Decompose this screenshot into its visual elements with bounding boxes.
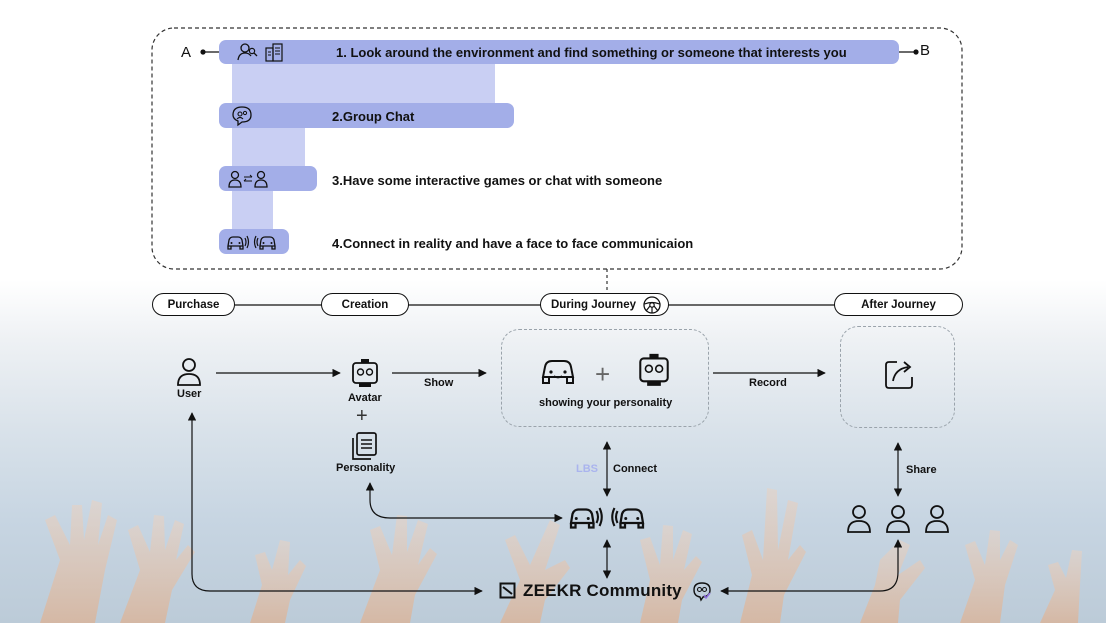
journey-step-2-label: 2.Group Chat [332, 109, 415, 124]
showing-personality-box [501, 329, 709, 427]
after-journey-box [840, 326, 955, 428]
user-icon [847, 505, 871, 533]
robot-avatar-icon [639, 353, 669, 386]
stage-purchase-label: Purchase [167, 298, 220, 311]
journey-frame [151, 27, 963, 270]
journey-step-2-bar [219, 103, 514, 128]
user-icon [886, 505, 910, 533]
stage-after-journey: After Journey [834, 293, 963, 316]
personality-label: Personality [336, 462, 396, 474]
point-a-label: A [181, 44, 192, 61]
user-exchange-icon [228, 170, 268, 188]
car-signal-icon [611, 507, 645, 529]
zeekr-community-label: ZEEKR Community [523, 581, 682, 600]
car-face-icon [541, 360, 575, 384]
share-icon [885, 361, 913, 389]
record-label: Record [749, 377, 787, 389]
stage-purchase: Purchase [152, 293, 235, 316]
user-icon [177, 358, 201, 386]
buildings-icon [265, 43, 283, 62]
people-search-icon [237, 43, 258, 61]
group-chat-icon [232, 106, 252, 127]
plus-sign: + [356, 405, 368, 427]
community-chat-icon [693, 582, 711, 602]
stage-creation-label: Creation [341, 298, 389, 311]
plus-sign-journey: + [595, 359, 611, 389]
share-label: Share [906, 464, 937, 476]
showing-personality-label: showing your personality [539, 397, 673, 409]
stage-during-journey: During Journey [540, 293, 669, 316]
show-label: Show [424, 377, 454, 389]
journey-step-3-label: 3.Have some interactive games or chat wi… [332, 173, 663, 188]
stage-creation: Creation [321, 293, 409, 316]
avatar-label: Avatar [348, 392, 382, 404]
document-stack-icon [352, 432, 377, 460]
car-signal-icon [253, 235, 276, 250]
steering-wheel-icon [643, 295, 661, 314]
lbs-label: LBS [576, 463, 598, 475]
stage-after-journey-label: After Journey [861, 298, 936, 311]
robot-avatar-icon [352, 359, 378, 387]
connect-label: Connect [613, 463, 657, 475]
zeekr-logo-icon [499, 582, 516, 599]
car-signal-icon [569, 507, 603, 529]
user-label: User [177, 388, 202, 400]
user-icon [925, 505, 949, 533]
journey-step-1-label: 1. Look around the environment and find … [336, 45, 847, 60]
journey-step-4-label: 4.Connect in reality and have a face to … [332, 236, 694, 251]
stage-during-journey-label: During Journey [551, 298, 636, 311]
point-b-label: B [920, 42, 931, 59]
car-signal-icon [227, 235, 250, 250]
journey-step-1-bar [219, 40, 899, 64]
